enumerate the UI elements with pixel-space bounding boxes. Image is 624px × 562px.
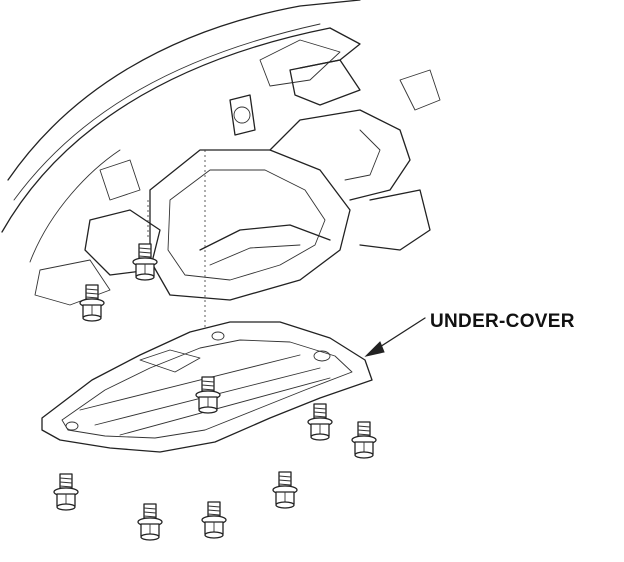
bolt-icon xyxy=(307,403,333,441)
bolt-icon xyxy=(201,501,227,539)
bolt-icon xyxy=(137,503,163,541)
bolt-icon xyxy=(272,471,298,509)
bolt-icon xyxy=(79,284,105,322)
under-cover-callout: UNDER-COVER xyxy=(430,311,575,332)
bolt-icon xyxy=(53,473,79,511)
bolt-icon xyxy=(195,376,221,414)
vehicle-body-outline xyxy=(1,0,361,263)
bolt-icon xyxy=(132,243,158,281)
engine-assembly xyxy=(34,59,441,306)
leader-arrow-icon xyxy=(364,317,426,357)
bolt-group xyxy=(53,243,377,541)
bolt-icon xyxy=(351,421,377,459)
